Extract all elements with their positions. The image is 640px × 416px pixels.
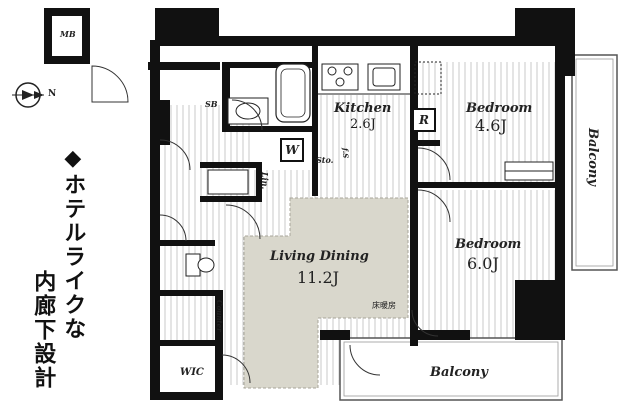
balcony-side-label: Balcony xyxy=(585,128,600,186)
bedroom-upper-size: 4.6J xyxy=(475,116,507,135)
mb-label: MB xyxy=(60,29,76,39)
tagline-line2: 内廊下設計 xyxy=(30,270,56,390)
tagline-text1: ホテルライクな xyxy=(60,173,86,341)
tagline-line1: ◆ホテルライクな xyxy=(60,146,85,341)
lin-label: Lin. xyxy=(260,172,270,190)
wic-label: WIC xyxy=(180,367,204,378)
sink-icon xyxy=(367,63,401,91)
kitchen-label: Kitchen xyxy=(334,101,392,116)
walls xyxy=(44,8,575,400)
kitchen-size: 2.6J xyxy=(350,117,376,132)
living-dining-size: 11.2J xyxy=(297,268,340,287)
balcony-bottom-label: Balcony xyxy=(430,365,488,380)
sto-label: Sto. xyxy=(316,155,334,165)
r-box: R xyxy=(412,108,436,132)
bedroom-lower-size: 6.0J xyxy=(467,254,499,273)
living-dining-label: Living Dining xyxy=(270,249,369,264)
door-swings xyxy=(91,65,451,384)
balcony-side-area xyxy=(571,54,618,271)
bedroom-upper-label: Bedroom xyxy=(466,101,533,116)
balcony-bottom-area xyxy=(339,337,563,401)
toilet-icon xyxy=(185,253,215,277)
washbasin-icon xyxy=(227,97,269,125)
wic-floor xyxy=(160,345,220,400)
floor-heating-label: 床暖房 xyxy=(372,301,396,310)
tagline-bullet: ◆ xyxy=(60,146,86,173)
sb-label: SB xyxy=(205,99,218,109)
bedroom-lower-label: Bedroom xyxy=(455,237,522,252)
stove-icon xyxy=(321,63,359,91)
fs-label: f.S xyxy=(341,148,350,159)
w-box: W xyxy=(280,138,304,162)
compass-icon xyxy=(12,82,44,108)
counter-label: Counter xyxy=(215,300,224,332)
compass-north-label: N xyxy=(48,89,57,99)
bathtub-icon xyxy=(275,63,311,123)
living-dining-area xyxy=(243,197,409,389)
closets xyxy=(414,61,554,181)
